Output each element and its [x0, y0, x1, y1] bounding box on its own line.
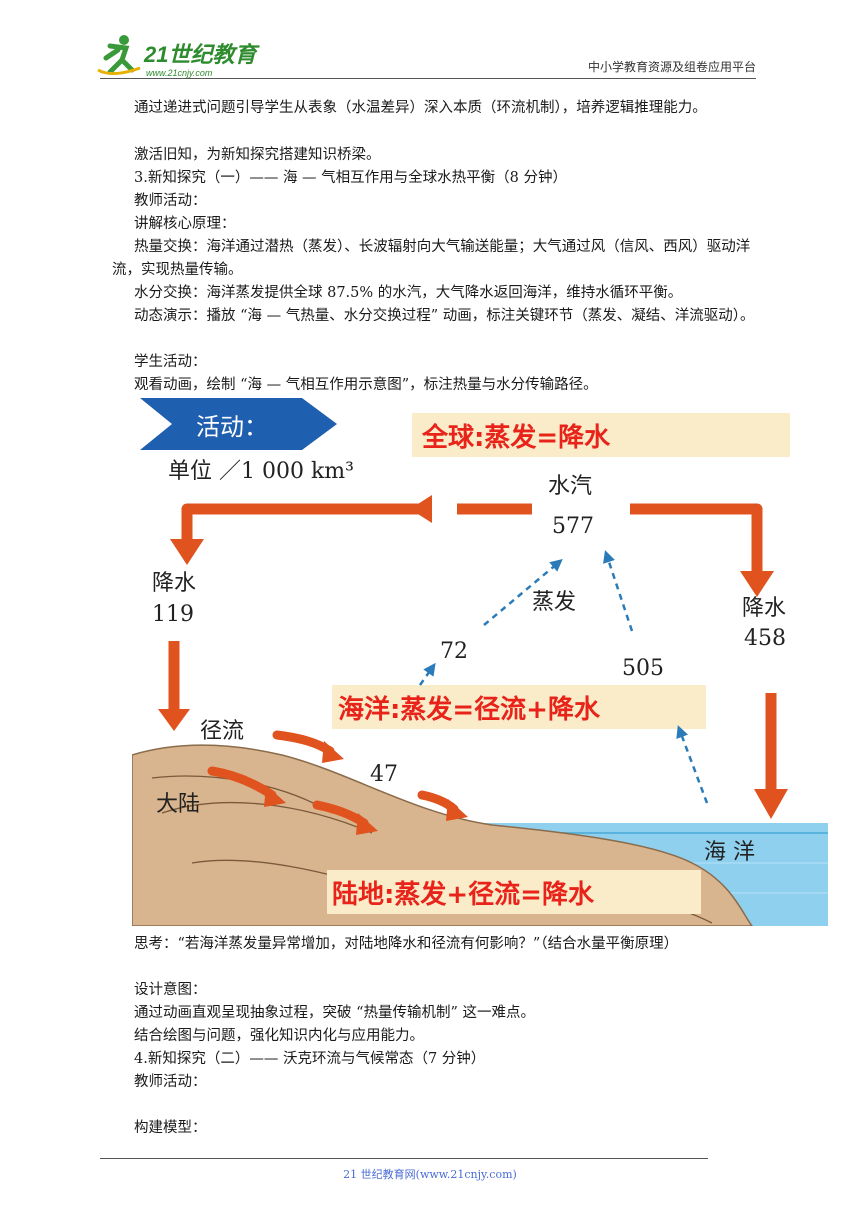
paragraph-animation-intent: 通过动画直观呈现抽象过程，突破 “热量传输机制” 这一难点。 [134, 1005, 536, 1021]
land-evap-value: 72 [440, 639, 468, 664]
atmospheric-transport-arrows [168, 503, 777, 791]
runner-icon [97, 35, 141, 75]
paragraph-2: 激活旧知，为新知探究搭建知识桥梁。 [134, 147, 381, 163]
continent-label: 大陆 [156, 792, 200, 817]
land-equation: 陆地:蒸发+径流=降水 [332, 879, 595, 910]
header-divider [100, 78, 756, 79]
header-platform-name: 中小学教育资源及组卷应用平台 [587, 60, 756, 74]
paragraph-drawing-intent: 结合绘图与问题，强化知识内化与应用能力。 [134, 1028, 424, 1044]
ocean-evap-value: 505 [622, 656, 664, 681]
global-equation-box [412, 413, 790, 457]
paragraph-design-intent: 设计意图： [134, 982, 207, 998]
vapor-label: 水汽 [548, 474, 592, 499]
land-precip-label: 降水 [152, 571, 196, 596]
ocean-equation: 海洋:蒸发=径流+降水 [338, 694, 601, 725]
section-heading-3: 3.新知探究（一）—— 海 — 气相互作用与全球水热平衡（8 分钟） [134, 170, 567, 186]
evaporation-arrows [418, 550, 709, 804]
arrow-head-ocean-precip [754, 789, 788, 819]
arrow-head-down-ocean [740, 571, 774, 597]
paragraph-teacher-activity-2: 教师活动： [134, 1074, 207, 1090]
ocean-label: 海 洋 [704, 840, 755, 865]
paragraph-demo: 动态演示：播放 “海 — 气热量、水分交换过程” 动画，标注关键环节（蒸发、凝结… [134, 308, 755, 324]
water-cycle-figure: 活动： 单位 ／1 000 km³ 全球:蒸发=降水 海洋:蒸发=径流+降水 陆… [132, 398, 828, 926]
arrow-head-down-land [170, 539, 204, 565]
paragraph-student-activity: 学生活动： [134, 354, 207, 370]
paragraph-watch-animation: 观看动画，绘制 “海 — 气相互作用示意图”，标注热量与水分传输路径。 [134, 377, 598, 393]
ocean-precip-value: 458 [744, 626, 786, 651]
logo-text: 21世纪教育 [143, 42, 260, 67]
ocean-precip-label: 降水 [742, 596, 786, 621]
paragraph-think-question: 思考：“若海洋蒸发量异常增加，对陆地降水和径流有何影响？”（结合水量平衡原理） [134, 936, 679, 952]
paragraph-heat-exchange: 热量交换：海洋通过潜热（蒸发）、长波辐射向大气输送能量；大气通过风（信风、西风）… [112, 239, 751, 278]
vapor-value: 577 [552, 514, 594, 539]
evaporation-label: 蒸发 [532, 590, 576, 615]
arrow-head-west [410, 495, 432, 523]
activity-label: 活动： [196, 413, 268, 441]
paragraph-teacher-activity: 教师活动： [134, 193, 207, 209]
footer-divider [100, 1158, 708, 1159]
ocean-equation-box [332, 685, 706, 729]
land-precip-value: 119 [152, 602, 194, 627]
footer-link[interactable]: 21 世纪教育网(www.21cnjy.com) [343, 1168, 517, 1181]
land-equation-box [327, 870, 701, 914]
unit-label: 单位 ／1 000 km³ [168, 459, 354, 484]
paragraph-build-model: 构建模型： [134, 1120, 207, 1136]
arrow-head-land-precip [158, 709, 190, 731]
paragraph-core-principle: 讲解核心原理： [134, 216, 236, 232]
logo-url: www.21cnjy.com [146, 68, 213, 78]
global-equation: 全球:蒸发=降水 [421, 422, 611, 453]
activity-banner [140, 398, 337, 450]
paragraph-water-exchange: 水分交换：海洋蒸发提供全球 87.5% 的水汽，大气降水返回海洋，维持水循环平衡… [134, 285, 683, 301]
logo: 21世纪教育 www.21cnjy.com [97, 35, 260, 78]
runoff-label: 径流 [200, 719, 244, 744]
section-heading-4: 4.新知探究（二）—— 沃克环流与气候常态（7 分钟） [134, 1051, 486, 1067]
runoff-value: 47 [370, 762, 398, 787]
paragraph-1: 通过递进式问题引导学生从表象（水温差异）深入本质（环流机制），培养逻辑推理能力。 [134, 100, 707, 116]
